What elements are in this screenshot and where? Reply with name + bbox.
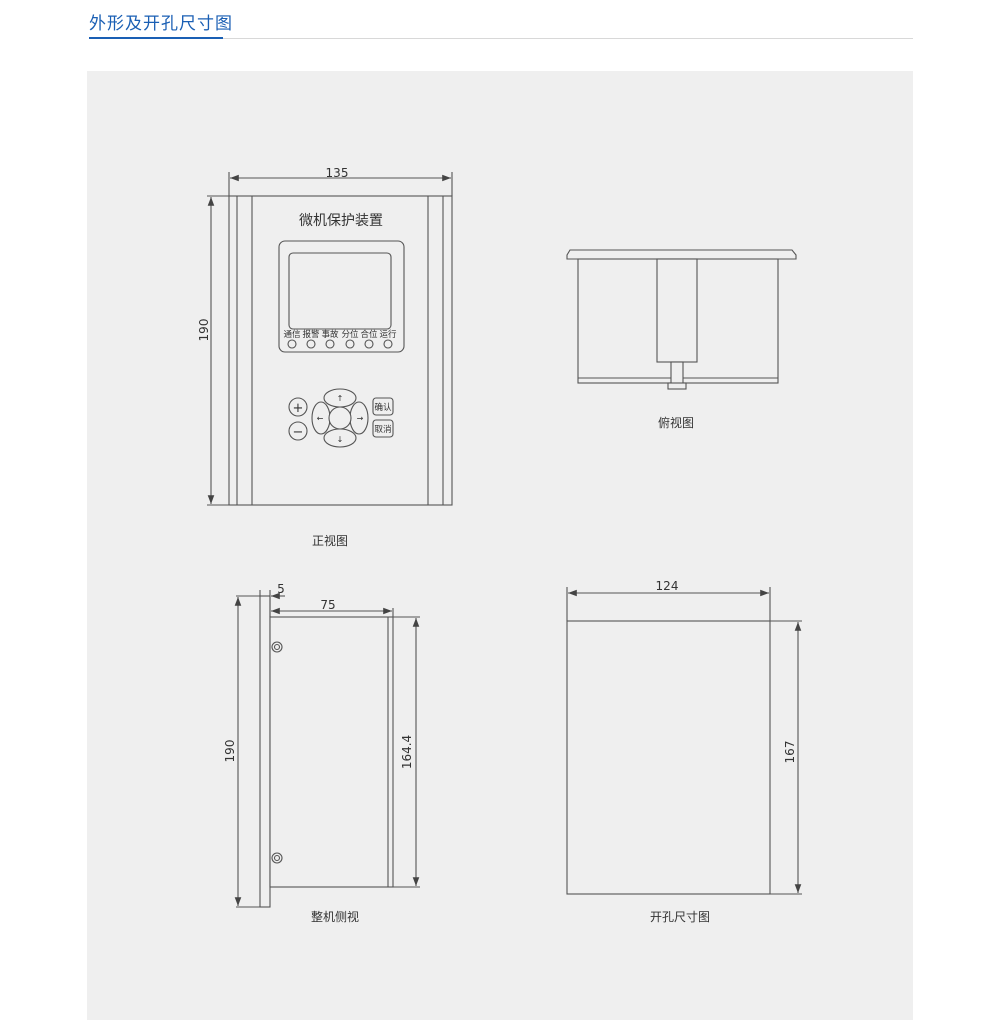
led-label: 合位 xyxy=(360,329,378,340)
svg-text:190: 190 xyxy=(223,740,237,763)
body-height-dimension: 164.4 xyxy=(393,616,420,888)
led-label: 报警 xyxy=(302,329,320,340)
svg-text:167: 167 xyxy=(783,741,797,764)
panel-thickness-dimension: 5 xyxy=(236,582,285,617)
device-title: 微机保护装置 xyxy=(299,213,383,229)
minus-button: − xyxy=(288,421,308,441)
cutout-view: 124 167 开孔尺寸图 xyxy=(566,579,802,924)
led-label: 事故 xyxy=(321,329,339,340)
side-view-caption: 整机侧视 xyxy=(311,909,359,924)
svg-text:164.4: 164.4 xyxy=(400,735,414,769)
arrow-up-icon: ↑ xyxy=(337,394,344,403)
confirm-button: 确认 xyxy=(372,397,394,416)
front-view: 135 190 微机保护装置 通信 报警 事故 分位 合位 运行 + − xyxy=(197,166,453,548)
svg-text:75: 75 xyxy=(320,598,335,612)
svg-text:+: + xyxy=(293,401,304,416)
side-view: 5 75 190 164.4 整机侧视 xyxy=(223,582,420,924)
led-indicators xyxy=(287,339,393,349)
svg-text:取消: 取消 xyxy=(374,424,391,435)
cutout-view-caption: 开孔尺寸图 xyxy=(650,910,710,924)
svg-text:124: 124 xyxy=(656,579,679,593)
center-button xyxy=(328,406,352,430)
svg-text:确认: 确认 xyxy=(374,402,392,413)
arrow-left-icon: ← xyxy=(317,414,324,423)
led-label: 运行 xyxy=(379,329,397,340)
divider xyxy=(89,38,913,39)
led-label: 通信 xyxy=(283,329,301,340)
direction-pad: ↑ ↓ ← → xyxy=(311,388,369,448)
svg-text:5: 5 xyxy=(277,582,285,596)
title-underline xyxy=(89,37,223,39)
width-dimension: 124 xyxy=(566,579,771,621)
plus-button: + xyxy=(288,397,308,417)
top-view: 俯视图 xyxy=(566,249,797,430)
led-labels: 通信 报警 事故 分位 合位 运行 xyxy=(283,329,397,340)
top-view-caption: 俯视图 xyxy=(658,415,694,430)
front-view-caption: 正视图 xyxy=(312,533,348,548)
height-dimension: 190 xyxy=(197,195,229,506)
cancel-button: 取消 xyxy=(372,419,394,438)
svg-text:−: − xyxy=(293,425,304,440)
arrow-down-icon: ↓ xyxy=(337,435,344,444)
lcd-screen xyxy=(288,252,392,330)
depth-dimension: 75 xyxy=(271,598,394,617)
led-label: 分位 xyxy=(341,329,359,340)
drawing-panel xyxy=(87,71,913,1020)
height-dimension: 167 xyxy=(770,620,802,895)
height-dimension: 190 xyxy=(223,597,260,908)
section-title: 外形及开孔尺寸图 xyxy=(89,14,233,34)
width-dimension: 135 xyxy=(228,166,453,196)
arrow-right-icon: → xyxy=(357,414,364,423)
svg-text:190: 190 xyxy=(197,319,211,342)
svg-text:135: 135 xyxy=(326,166,349,180)
